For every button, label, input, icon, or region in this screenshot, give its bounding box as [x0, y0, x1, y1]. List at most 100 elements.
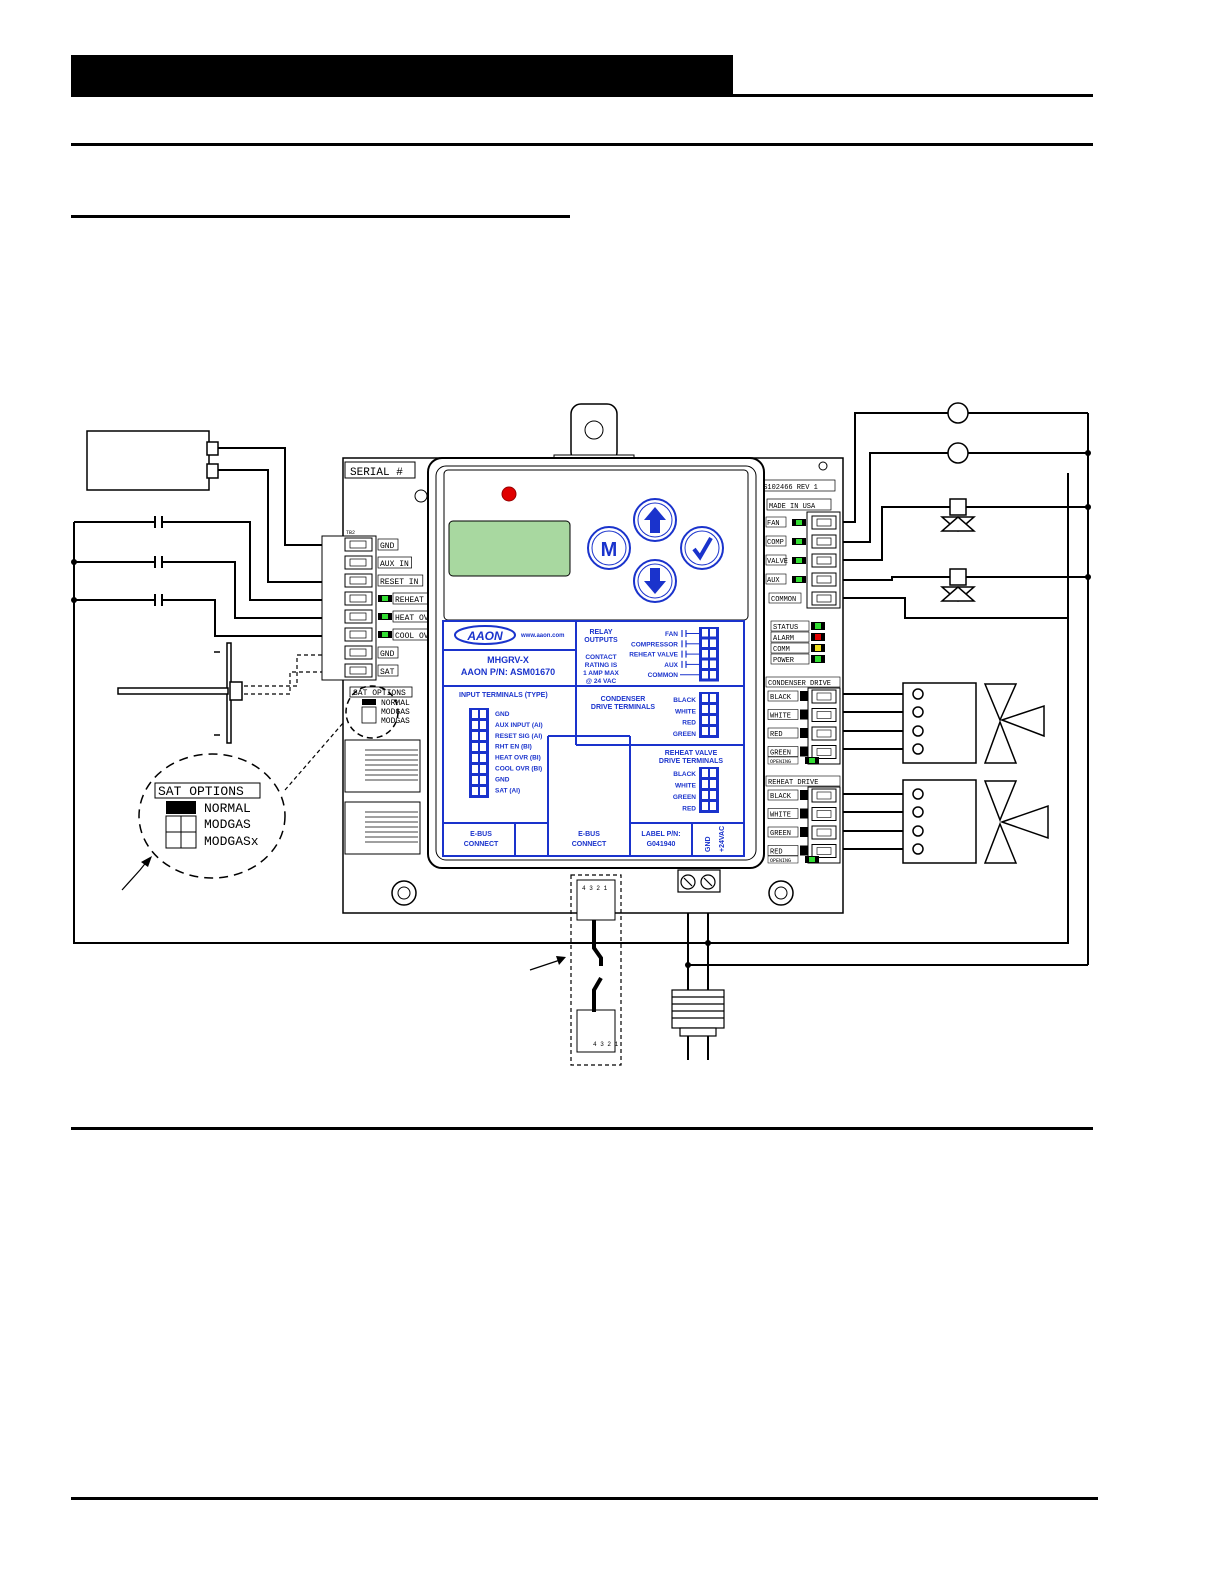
controller-cover — [427, 457, 765, 869]
terminal-label-reheat-en: REHEAT EN — [395, 596, 438, 605]
status-led-icon — [815, 623, 821, 629]
compressor-load-icon — [947, 442, 969, 464]
svg-text:SAT OPTIONS: SAT OPTIONS — [353, 689, 406, 698]
relay-label-common: COMMON — [771, 596, 796, 604]
fan-load-icon — [947, 402, 969, 424]
remote-sensor-box — [86, 430, 219, 491]
lcd-display — [448, 520, 571, 577]
relay-outputs-title-2: OUTPUTS — [584, 637, 618, 644]
header-bar — [71, 55, 733, 97]
input-terminal-label: AUX INPUT (AI) — [495, 722, 543, 729]
probe-wires — [244, 654, 351, 791]
reheat-drive-color-white: WHITE — [770, 812, 791, 820]
condenser-terminal-label: WHITE — [675, 708, 697, 715]
relay-output-label: REHEAT VALVE — [629, 652, 678, 659]
relay-label-aux: AUX — [767, 577, 780, 585]
terminal-label-gnd: GND — [380, 650, 395, 659]
reheat-drive-color-black: BLACK — [770, 793, 792, 801]
svg-text:CONTACT: CONTACT — [585, 654, 616, 661]
svg-text:CONNECT: CONNECT — [572, 841, 607, 848]
input-terminal-label: SAT (AI) — [495, 787, 520, 794]
menu-button[interactable]: M — [587, 526, 631, 570]
part-number-label: AAON P/N: ASM01670 — [461, 667, 555, 677]
up-button[interactable] — [633, 498, 677, 542]
input-terminal-label: RESET SIG (AI) — [495, 733, 542, 740]
svg-text:+24VAC: +24VAC — [719, 826, 726, 852]
reheat-terminal-label: BLACK — [673, 771, 696, 778]
made-in-label: MADE IN USA — [769, 503, 816, 511]
board-id-label: YS102466 REV 1 — [759, 484, 818, 492]
svg-text:OPENING: OPENING — [770, 759, 791, 765]
svg-text:AAON: AAON — [466, 629, 503, 643]
relay-outputs-title-1: RELAY — [589, 629, 612, 636]
serial-label: SERIAL # — [350, 467, 403, 479]
reheat-drive-color-green: GREEN — [770, 830, 791, 838]
relay-output-label: FAN — [665, 631, 678, 638]
terminal-label-sat: SAT — [380, 668, 395, 677]
relay-output-label: COMMON — [648, 672, 679, 679]
svg-text:LABEL P/N:: LABEL P/N: — [641, 831, 680, 838]
website-label: www.aaon.com — [520, 633, 564, 639]
condenser-terminal-label: RED — [682, 720, 696, 727]
board-left-connectors — [344, 739, 421, 855]
condenser-drive-color-white: WHITE — [770, 713, 791, 721]
terminal-label-gnd: GND — [380, 542, 395, 551]
down-button[interactable] — [633, 559, 677, 603]
reheat-drive-title: REHEAT DRIVE — [768, 779, 818, 787]
condenser-drive-color-black: BLACK — [770, 694, 792, 702]
sat-options-title: SAT OPTIONS — [158, 784, 244, 799]
header-rule — [733, 94, 1093, 97]
relay-label-fan: FAN — [767, 520, 780, 528]
relay-label-valve: VALVE — [767, 558, 788, 566]
relay-label-comp: COMP — [767, 539, 784, 547]
sat-option-modgasx: MODGASx — [204, 834, 259, 849]
sat-option-modgas: MODGAS — [204, 817, 251, 832]
reheat-terminal-label: WHITE — [675, 783, 697, 790]
sat-options-jumper: SAT OPTIONS NORMAL MODGAS MODGAS — [345, 685, 413, 739]
svg-text:REHEAT VALVE: REHEAT VALVE — [665, 750, 718, 757]
reheat-terminal-label: RED — [682, 806, 696, 813]
svg-text:E-BUS: E-BUS — [470, 831, 492, 838]
input-terminal-label: GND — [495, 776, 510, 783]
svg-text:1 AMP MAX: 1 AMP MAX — [583, 670, 619, 677]
model-label: MHGRV-X — [487, 655, 529, 665]
terminal-label-heat-ovr: HEAT OVR — [395, 614, 434, 623]
status-led-label-status: STATUS — [773, 624, 798, 632]
input-terminal-label: COOL OVR (BI) — [495, 766, 542, 773]
aaon-logo: AAON — [454, 625, 516, 645]
wire-grommet-icon — [671, 989, 725, 1029]
svg-text:MODGAS: MODGAS — [381, 717, 410, 726]
blue-terminal-strips — [469, 627, 719, 813]
status-led-label-comm: COMM — [773, 646, 790, 654]
status-led-label-power: POWER — [773, 657, 795, 665]
menu-button-label: M — [601, 539, 618, 561]
svg-text:OPENING: OPENING — [770, 858, 791, 864]
svg-text:E-BUS: E-BUS — [578, 831, 600, 838]
tb2-label: TB2 — [346, 530, 355, 536]
svg-text:RATING IS: RATING IS — [585, 662, 618, 669]
condenser-drive-title: CONDENSER DRIVE — [768, 680, 831, 688]
relay-output-label: AUX — [664, 662, 678, 669]
svg-text:4 3 2 1: 4 3 2 1 — [593, 1041, 619, 1048]
terminal-label-panel — [442, 620, 745, 857]
subsection-rule — [71, 215, 570, 218]
svg-text:DRIVE TERMINALS: DRIVE TERMINALS — [659, 758, 724, 765]
alarm-led-icon — [815, 634, 821, 640]
input-terminals-title: INPUT TERMINALS (TYPE) — [459, 692, 548, 699]
down-arrow-icon — [644, 568, 666, 594]
relay-output-label: COMPRESSOR — [631, 641, 678, 648]
reheat-motor — [902, 779, 1049, 864]
ebus-cable: 4 3 2 1 4 3 2 1 — [529, 874, 622, 1066]
footer-rule — [71, 1497, 1098, 1500]
input-terminal-label: HEAT OVR (BI) — [495, 755, 541, 762]
section-rule — [71, 143, 1093, 146]
input-terminal-label: GND — [495, 711, 510, 718]
wire-junctions — [71, 450, 1091, 968]
aux-valve-actuator-icon — [949, 568, 967, 586]
alarm-led-icon — [501, 486, 517, 502]
sat-option-normal: NORMAL — [204, 801, 251, 816]
enter-button[interactable] — [680, 526, 724, 570]
